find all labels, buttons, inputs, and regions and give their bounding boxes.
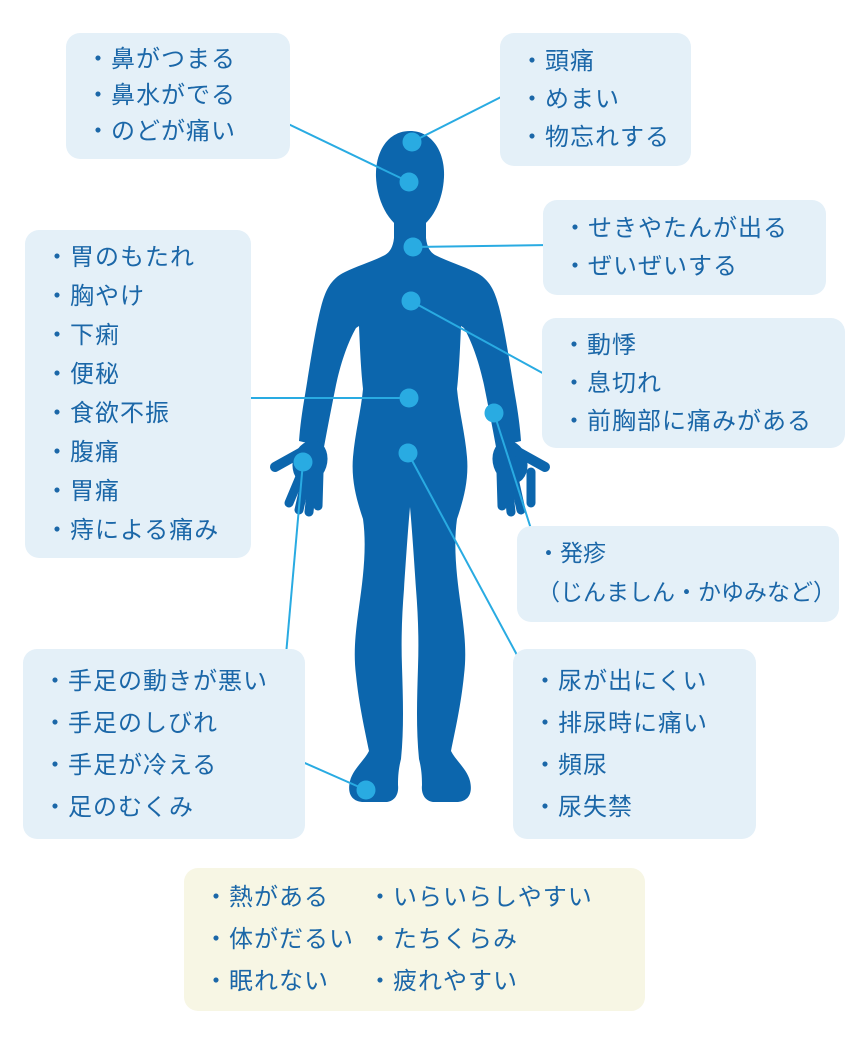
body-torso-limbs [299, 212, 521, 802]
body-points [293, 132, 504, 800]
symptom-item: ・たちくらみ [368, 925, 518, 953]
connector-line-respiratory [412, 244, 551, 248]
body-silhouette [270, 131, 550, 802]
connector-line-limbs-hand [285, 461, 304, 656]
symptom-item: （じんましん・かゆみなど） [537, 580, 836, 606]
body-point-left-hand [293, 452, 313, 472]
callout-digestive: ・胃のもたれ ・胸やけ ・下痢 ・便秘 ・食欲不振 ・腹痛 ・胃痛 ・痔による痛… [25, 230, 251, 558]
symptom-item: ・動悸 [562, 331, 637, 359]
body-point-head-top [402, 132, 422, 152]
callout-general: ・熱がある ・体がだるい ・眠れない ・いらいらしやすい ・たちくらみ ・疲れや… [184, 868, 645, 1011]
general-column-1: ・熱がある ・体がだるい ・眠れない [204, 876, 354, 1002]
callout-respiratory: ・せきやたんが出る ・ぜいぜいする [543, 200, 826, 295]
connector-line-urinary [407, 452, 518, 656]
symptom-item: ・いらいらしやすい [368, 883, 593, 911]
symptom-item: ・眠れない [204, 967, 329, 995]
symptom-item: ・手足のしびれ [43, 709, 218, 737]
symptom-item: ・手足の動きが悪い [43, 667, 268, 695]
symptom-item: ・痔による痛み [45, 516, 220, 544]
callout-skin: ・発疹 （じんましん・かゆみなど） [517, 526, 839, 622]
symptom-item: ・のどが痛い [86, 117, 236, 145]
symptom-item: ・尿失禁 [533, 793, 633, 821]
symptom-item: ・食欲不振 [45, 399, 170, 427]
symptom-item: ・疲れやすい [368, 967, 518, 995]
symptom-item: ・胃のもたれ [45, 243, 195, 271]
symptom-item: ・物忘れする [520, 123, 670, 151]
symptom-item: ・胃痛 [45, 477, 120, 505]
connector-line-skin [493, 412, 533, 533]
body-point-right-wrist [484, 403, 504, 423]
symptom-item: ・発疹 [537, 541, 606, 567]
symptom-item: ・ぜいぜいする [563, 252, 738, 280]
symptom-item: ・前胸部に痛みがある [562, 407, 812, 435]
connector-line-heart [410, 300, 549, 377]
body-left-hand [270, 440, 328, 517]
body-point-pelvis [398, 443, 418, 463]
symptom-item: ・腹痛 [45, 438, 120, 466]
symptom-item: ・便秘 [45, 360, 120, 388]
symptom-item: ・足のむくみ [43, 793, 194, 821]
body-right-hand [492, 440, 550, 517]
body-point-abdomen [399, 388, 419, 408]
callout-limbs: ・手足の動きが悪い ・手足のしびれ ・手足が冷える ・足のむくみ [23, 649, 305, 839]
symptom-item: ・せきやたんが出る [563, 214, 788, 242]
body-point-chest [401, 291, 421, 311]
connector-line-head [411, 94, 506, 143]
symptom-item: ・めまい [520, 85, 620, 113]
body-point-throat [403, 237, 423, 257]
symptom-item: ・鼻水がでる [86, 81, 236, 109]
symptom-item: ・体がだるい [204, 925, 354, 953]
symptom-item: ・尿が出にくい [533, 667, 708, 695]
body-point-face [399, 172, 419, 192]
symptom-item: ・息切れ [562, 369, 662, 397]
general-column-2: ・いらいらしやすい ・たちくらみ ・疲れやすい [368, 876, 593, 1002]
body-point-left-foot [356, 780, 376, 800]
connector-line-nose [281, 120, 410, 183]
connector-lines [245, 94, 551, 791]
callout-heart: ・動悸 ・息切れ ・前胸部に痛みがある [542, 318, 845, 448]
symptom-item: ・頭痛 [520, 47, 595, 75]
symptom-item: ・胸やけ [45, 282, 145, 310]
callout-nose-throat: ・鼻がつまる ・鼻水がでる ・のどが痛い [66, 33, 290, 159]
symptom-item: ・熱がある [204, 883, 329, 911]
symptom-item: ・手足が冷える [43, 751, 218, 779]
symptom-item: ・鼻がつまる [86, 45, 236, 73]
symptom-item: ・頻尿 [533, 751, 608, 779]
connector-line-limbs-foot [297, 759, 367, 791]
symptom-item: ・下痢 [45, 321, 120, 349]
callout-urinary: ・尿が出にくい ・排尿時に痛い ・頻尿 ・尿失禁 [513, 649, 756, 839]
callout-head: ・頭痛 ・めまい ・物忘れする [500, 33, 691, 166]
symptom-item: ・排尿時に痛い [533, 709, 708, 737]
